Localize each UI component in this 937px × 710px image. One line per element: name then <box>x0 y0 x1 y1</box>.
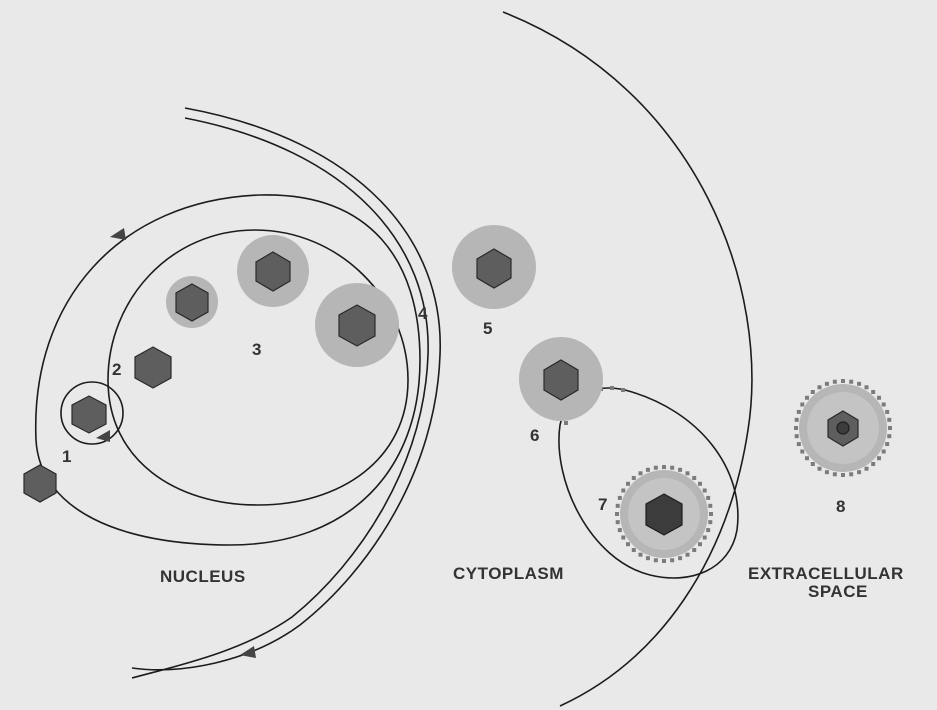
glycoprotein-spike <box>795 418 799 422</box>
step-label-5: 5 <box>483 319 492 338</box>
glycoprotein-spike <box>639 471 643 475</box>
glycoprotein-spike <box>888 426 892 430</box>
glycoprotein-spike <box>811 462 815 466</box>
glycoprotein-spike <box>825 382 829 386</box>
glycoprotein-spike <box>654 558 658 562</box>
glycoprotein-spike <box>616 520 620 524</box>
step-label-3: 3 <box>252 340 261 359</box>
step-label-4: 4 <box>418 304 428 323</box>
glycoprotein-spike <box>698 542 702 546</box>
glycoprotein-spike <box>678 556 682 560</box>
glycoprotein-spike <box>877 396 881 400</box>
glycoprotein-spike <box>882 450 886 454</box>
glycoprotein-spike <box>703 489 707 493</box>
glycoprotein-spike <box>871 390 875 394</box>
glycoprotein-spike <box>662 559 666 563</box>
glycoprotein-spike <box>703 536 707 540</box>
glycoprotein-spike <box>692 476 696 480</box>
glycoprotein-spike <box>805 456 809 460</box>
glycoprotein-spike <box>692 548 696 552</box>
glycoprotein-spike <box>794 426 798 430</box>
glycoprotein-spike <box>882 403 886 407</box>
step-label-7: 7 <box>598 495 607 514</box>
glycoprotein-spike <box>797 410 801 414</box>
glycoprotein-spike <box>615 512 619 516</box>
glycoprotein-spike <box>885 410 889 414</box>
glycoprotein-spike <box>626 542 630 546</box>
step-label-8: 8 <box>836 497 845 516</box>
glycoprotein-spike <box>709 512 713 516</box>
glycoprotein-spike <box>825 470 829 474</box>
glycoprotein-spike <box>698 482 702 486</box>
glycoprotein-spike <box>849 472 853 476</box>
core-step-8 <box>837 422 849 434</box>
glycoprotein-spike <box>632 548 636 552</box>
glycoprotein-spike <box>706 528 710 532</box>
step-label-6: 6 <box>530 426 539 445</box>
glycoprotein-spike <box>686 471 690 475</box>
region-label-space: SPACE <box>808 582 868 601</box>
glycoprotein-spike <box>646 556 650 560</box>
glycoprotein-spike <box>795 434 799 438</box>
glycoprotein-spike <box>678 468 682 472</box>
glycoprotein-spike <box>616 504 620 508</box>
glycoprotein-spike <box>811 390 815 394</box>
glycoprotein-spike <box>706 496 710 500</box>
glycoprotein-spike <box>686 553 690 557</box>
glycoprotein-spike <box>654 466 658 470</box>
region-label-extracellular: EXTRACELLULAR <box>748 564 904 583</box>
glycoprotein-spike <box>800 450 804 454</box>
glycoprotein-spike <box>632 476 636 480</box>
glycoprotein-spike <box>818 385 822 389</box>
glycoprotein-spike <box>626 482 630 486</box>
glycoprotein-spike <box>877 456 881 460</box>
glycoprotein-spike <box>662 465 666 469</box>
glycoprotein-spike <box>865 385 869 389</box>
glycoprotein-spike <box>610 386 614 390</box>
glycoprotein-spike <box>841 473 845 477</box>
glycoprotein-spike <box>670 558 674 562</box>
step-label-2: 2 <box>112 360 121 379</box>
glycoprotein-spike <box>841 379 845 383</box>
glycoprotein-spike <box>708 504 712 508</box>
glycoprotein-spike <box>670 466 674 470</box>
glycoprotein-spike <box>885 442 889 446</box>
glycoprotein-spike <box>805 396 809 400</box>
glycoprotein-spike <box>857 470 861 474</box>
glycoprotein-spike <box>833 380 837 384</box>
glycoprotein-spike <box>849 380 853 384</box>
glycoprotein-spike <box>887 434 891 438</box>
glycoprotein-spike <box>564 421 568 425</box>
glycoprotein-spike <box>646 468 650 472</box>
glycoprotein-spike <box>865 467 869 471</box>
glycoprotein-spike <box>621 489 625 493</box>
glycoprotein-spike <box>618 496 622 500</box>
glycoprotein-spike <box>708 520 712 524</box>
glycoprotein-spike <box>887 418 891 422</box>
glycoprotein-spike <box>639 553 643 557</box>
glycoprotein-spike <box>818 467 822 471</box>
step-label-1: 1 <box>62 447 71 466</box>
region-label-nucleus: NUCLEUS <box>160 567 246 586</box>
region-label-cytoplasm: CYTOPLASM <box>453 564 564 583</box>
glycoprotein-spike <box>797 442 801 446</box>
glycoprotein-spike <box>800 403 804 407</box>
glycoprotein-spike <box>871 462 875 466</box>
glycoprotein-spike <box>621 536 625 540</box>
glycoprotein-spike <box>621 388 625 392</box>
glycoprotein-spike <box>833 472 837 476</box>
glycoprotein-spike <box>618 528 622 532</box>
glycoprotein-spike <box>857 382 861 386</box>
